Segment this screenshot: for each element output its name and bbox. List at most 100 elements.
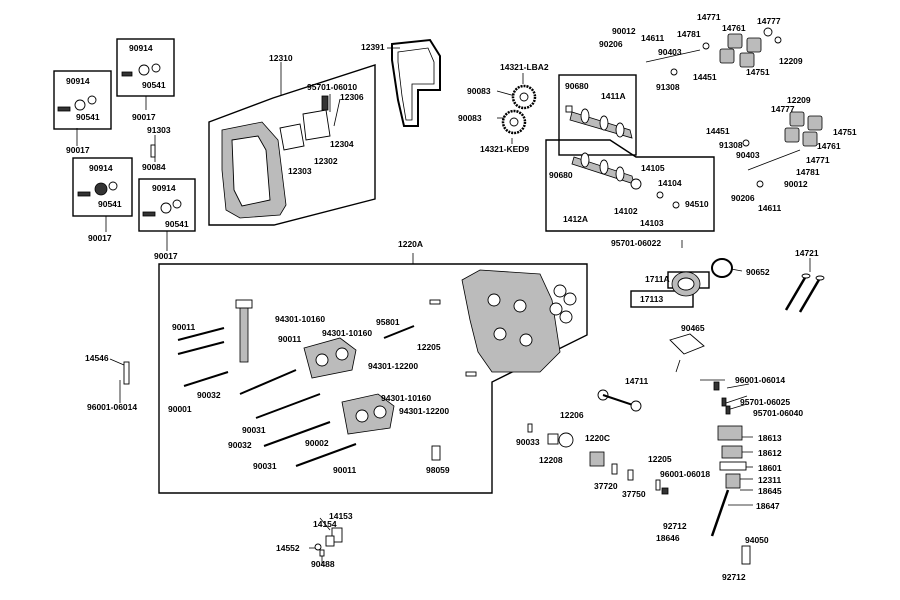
part-label: 90083 [467,86,491,96]
part-label: 14777 [757,16,781,26]
part-label: 14103 [640,218,664,228]
side-bolt-14546 [123,361,130,385]
part-label: 1411A [601,91,626,101]
cylinder-head-cover-group-frame [208,64,376,226]
part-label: 14777 [771,104,795,114]
cylinder-head-1220a-group-frame [158,263,588,494]
camshaft-1412a-group-frame [545,139,715,232]
part-label: 14102 [614,206,638,216]
leader-lines [76,47,811,565]
part-label: 90012 [784,179,808,189]
throttle-body-17113-box [630,290,694,308]
part-label: 18645 [758,486,782,496]
part-label: 1220C [585,433,610,443]
part-label: 90541 [98,199,122,209]
part-label: 90541 [76,112,100,122]
part-label: 14321-KED9 [480,144,529,154]
part-label: 92712 [722,572,746,582]
part-label: 12306 [340,92,364,102]
part-label: 90031 [242,425,266,435]
cylinder-head-cover [221,95,331,219]
part-label: 90914 [89,163,113,173]
part-label: 14771 [697,12,721,22]
part-label: 14105 [641,163,665,173]
cam-chain-tensioner-1220c [589,451,634,481]
part-label: 12206 [560,410,584,420]
part-label: 17113 [640,294,663,304]
part-label: 90541 [142,80,166,90]
part-label: 14721 [795,248,819,258]
part-label: 1711A [645,274,670,284]
part-label: 12209 [787,95,811,105]
part-label: 90465 [681,323,705,333]
part-label: 90017 [66,145,90,155]
part-label: 90680 [549,170,573,180]
part-label: 90012 [612,26,636,36]
cylinder-head [429,269,577,377]
part-label: 91308 [656,82,680,92]
part-label: 90017 [132,112,156,122]
part-label: 14546 [85,353,109,363]
part-label: 14751 [746,67,770,77]
rocker-arms-upper [645,27,782,76]
part-label: 14321-LBA2 [500,62,549,72]
pair-valve-assembly [655,381,747,537]
bolt-washer-set-d [142,199,182,217]
part-label: 14552 [276,543,300,553]
part-label: 18647 [756,501,780,511]
part-label: 12302 [314,156,338,166]
cam-cap-upper [303,337,357,379]
part-label: 12209 [779,56,803,66]
part-label: 90001 [168,404,192,414]
part-label: 90032 [197,390,221,400]
part-label: 18612 [758,448,782,458]
valve-cover-gasket [391,38,441,127]
oil-pressure-switch [431,445,441,461]
tensioner-parts-12206 [527,423,574,448]
part-label: 14153 [329,511,353,521]
part-label: 37750 [622,489,646,499]
part-label: 90017 [88,233,112,243]
part-label: 96001-06014 [87,402,137,412]
part-label: 14751 [833,127,857,137]
part-labels: 90914 90541 90017 90914 90541 90017 9130… [66,12,857,582]
part-label: 95701-06025 [740,397,790,407]
part-label: 90403 [658,47,682,57]
part-label: 95701-06010 [307,82,357,92]
part-label: 14451 [706,126,730,136]
part-label: 12205 [648,454,672,464]
cam-sprocket-lower [501,109,527,135]
cam-bracket-a [235,299,253,363]
tensioner-14711 [597,389,642,412]
small-bolt-91303 [150,144,156,158]
part-label: 12310 [269,53,293,63]
hose-clamp-90652 [711,258,733,278]
long-studs [177,325,415,467]
camshaft-1412a [571,152,680,209]
part-label: 94050 [745,535,769,545]
part-label: 14761 [817,141,841,151]
part-label: 14611 [758,203,781,213]
clip-94050 [741,545,751,565]
part-label: 90017 [154,251,178,261]
cam-sprocket-upper [511,84,537,110]
part-label: 90031 [253,461,277,471]
part-label: 14104 [658,178,682,188]
bolt-washer-set-b [57,95,97,112]
part-label: 18613 [758,433,782,443]
part-label: 14711 [625,376,648,386]
part-label: 90206 [731,193,755,203]
bolt-washer-set-a [121,63,161,77]
part-label: 12205 [417,342,441,352]
part-label: 92712 [663,521,687,531]
part-label: 90680 [565,81,589,91]
part-label: 14761 [722,23,746,33]
part-label: 90541 [165,219,189,229]
part-label: 12311 [758,475,781,485]
part-label: 94301-10160 [322,328,372,338]
part-label: 1412A [563,214,588,224]
part-label: 91308 [719,140,743,150]
part-label: 90084 [142,162,166,172]
camshaft-1411a [565,105,633,139]
